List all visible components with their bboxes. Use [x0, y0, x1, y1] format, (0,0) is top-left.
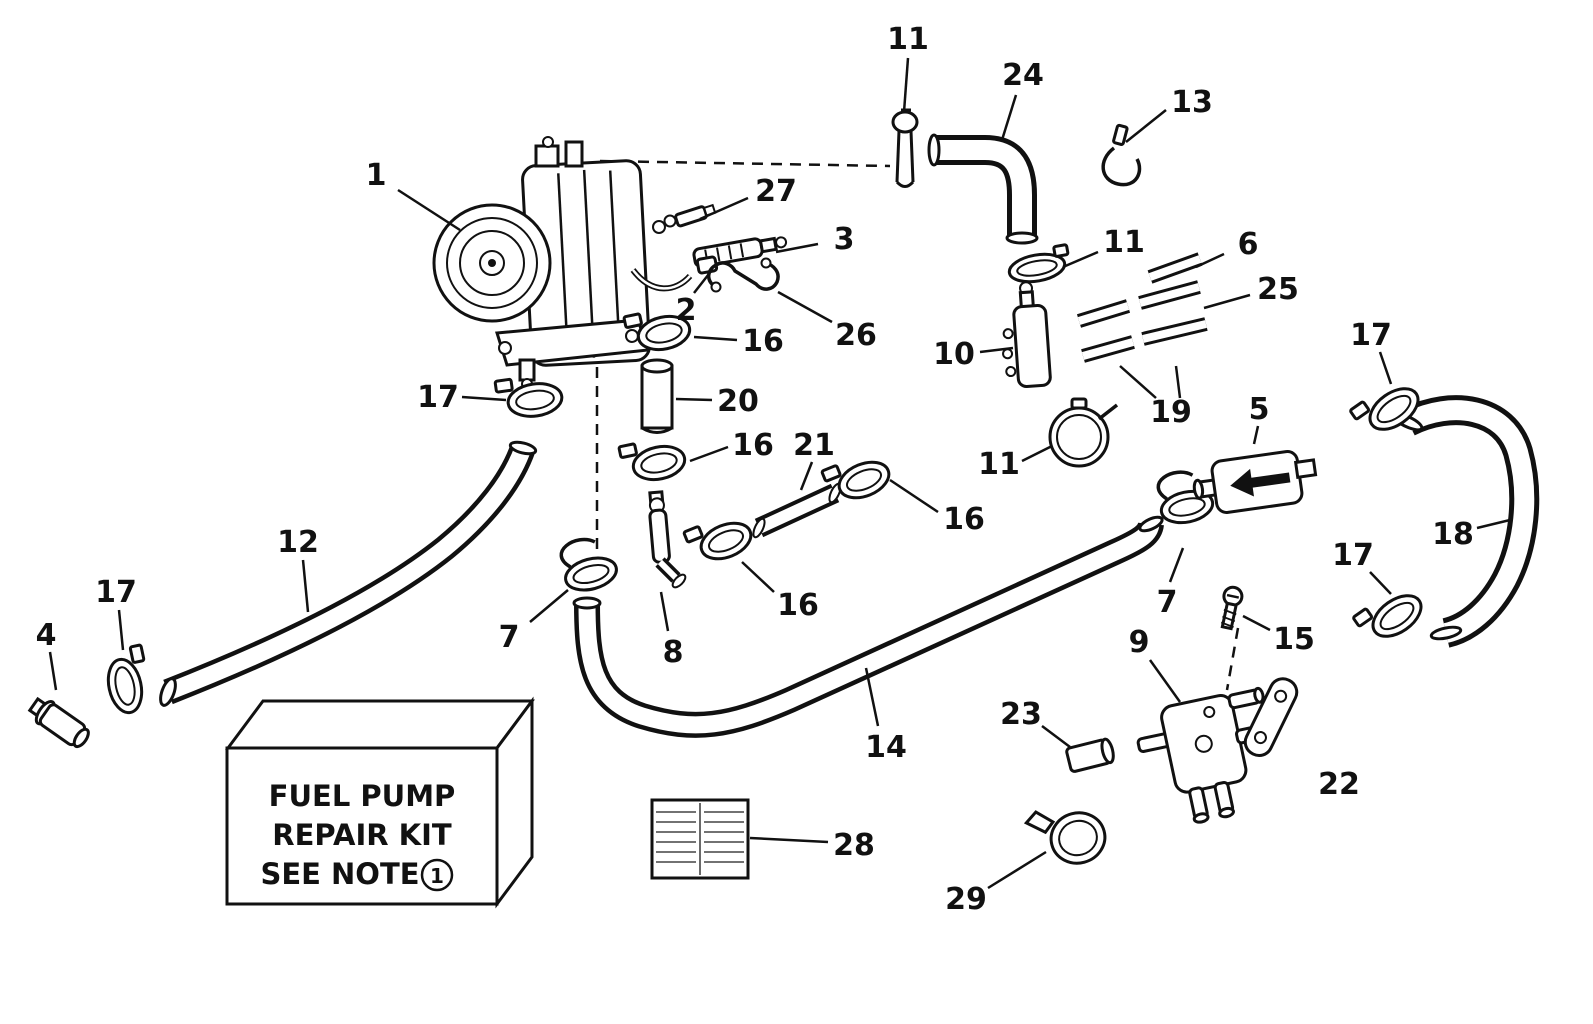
callout-3: 3	[834, 222, 855, 257]
strap-clamp-11-lower	[1048, 397, 1119, 468]
fuel-hose-12	[159, 440, 538, 707]
hose-clamp-17-far-left	[106, 643, 146, 715]
callout-22: 22	[1318, 767, 1360, 802]
callout-9: 9	[1129, 625, 1150, 660]
wire-clip-26	[707, 257, 780, 293]
callout-11-lower: 11	[978, 447, 1020, 482]
fuel-pump-assembly	[432, 136, 693, 390]
callout-19: 19	[1150, 395, 1192, 430]
callout-12: 12	[277, 525, 319, 560]
callout-11-mid: 11	[1103, 225, 1145, 260]
retainer-clip-13	[1101, 123, 1142, 187]
callout-1: 1	[366, 158, 387, 193]
strap-clamp-11-mid	[1007, 243, 1070, 284]
screw-fitting-27	[652, 203, 717, 234]
callout-15: 15	[1273, 622, 1315, 657]
hose-clamp-17-right-top	[1349, 387, 1420, 431]
callout-25: 25	[1257, 272, 1299, 307]
flow-arrow-icon	[1230, 468, 1291, 497]
callout-16-a: 16	[742, 324, 784, 359]
callout-11-top: 11	[887, 22, 929, 57]
hose-segments-6-25	[1076, 252, 1208, 363]
hose-clamp-16-d	[820, 460, 891, 500]
callout-8: 8	[663, 635, 684, 670]
wing-clamp-29	[1023, 810, 1107, 865]
callout-16-c: 16	[943, 502, 985, 537]
callout-7-left: 7	[499, 620, 520, 655]
kit-text-line1: FUEL PUMP	[269, 779, 456, 813]
kit-text-line2: REPAIR KIT	[272, 818, 452, 852]
callout-10: 10	[933, 337, 975, 372]
callout-27: 27	[755, 174, 797, 209]
callout-23: 23	[1000, 697, 1042, 732]
short-tube-21	[752, 482, 842, 539]
kit-note-number: 1	[430, 864, 444, 888]
strap-clamp-11-top	[891, 108, 919, 188]
hose-clamp-16-c	[682, 521, 753, 561]
screw-15	[1220, 585, 1244, 631]
fuel-filter-5	[1192, 450, 1318, 514]
callout-17-right-lower: 17	[1332, 538, 1374, 573]
note-circle-icon	[420, 858, 454, 892]
callout-4: 4	[36, 618, 57, 653]
check-valve-4	[27, 696, 90, 749]
elbow-hose-24	[927, 133, 1039, 245]
callout-17-far-left: 17	[95, 575, 137, 610]
hose-clamp-17-left	[493, 377, 564, 418]
callout-17-right-top: 17	[1350, 318, 1392, 353]
callout-20: 20	[717, 384, 759, 419]
primer-valve-10	[1002, 281, 1052, 388]
callout-21: 21	[793, 428, 835, 463]
callout-2: 2	[676, 293, 697, 328]
kit-text-line3: SEE NOTE	[260, 857, 419, 891]
band-clamp-7-left	[559, 537, 618, 592]
callout-28: 28	[833, 828, 875, 863]
callout-26: 26	[835, 318, 877, 353]
callout-labels: 11 24 13 1 27 3 11 6 25 2 26 16 10 17 17…	[36, 22, 1474, 917]
fuel-manifold-9	[1136, 686, 1273, 824]
callout-5: 5	[1249, 392, 1270, 427]
callout-13: 13	[1171, 85, 1213, 120]
sleeve-20	[640, 358, 674, 434]
elbow-fitting-8	[648, 490, 687, 589]
fuel-hose-14	[572, 515, 1164, 738]
repair-kit-box: FUEL PUMP REPAIR KIT SEE NOTE 1	[225, 696, 535, 909]
callout-24: 24	[1002, 58, 1044, 93]
callout-18: 18	[1432, 517, 1474, 552]
callout-6: 6	[1238, 227, 1259, 262]
warning-decal-28	[650, 798, 750, 880]
hose-clamp-16-b	[617, 442, 687, 482]
hose-clamp-16-a	[622, 312, 692, 352]
callout-29: 29	[945, 882, 987, 917]
callout-16-d: 16	[777, 588, 819, 623]
gasket-plate-22	[1243, 677, 1299, 758]
hose-clamp-17-right-lower	[1352, 594, 1423, 638]
leader-lines	[48, 57, 1511, 890]
sleeve-23	[1065, 737, 1115, 773]
callout-17-left: 17	[417, 380, 459, 415]
callout-7-right: 7	[1157, 585, 1178, 620]
callout-16-b: 16	[732, 428, 774, 463]
callout-14: 14	[865, 730, 907, 765]
